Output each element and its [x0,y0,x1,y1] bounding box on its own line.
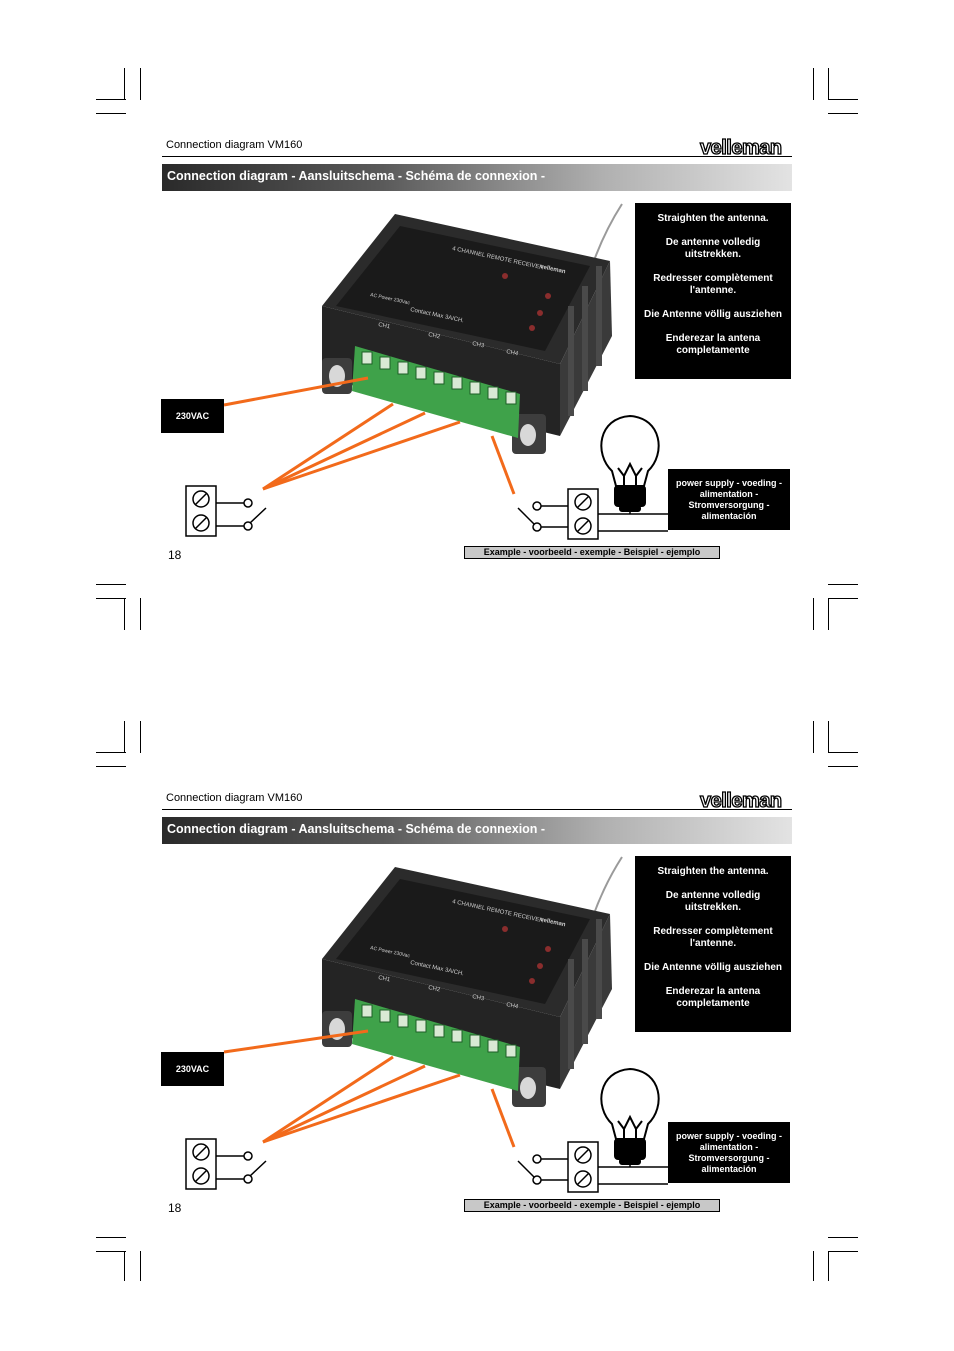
terminal-screws [361,1004,517,1058]
connection-arrows [223,1029,516,1148]
device-channel-4: CH4 [506,349,520,358]
antenna-note-es: Enderezar la antena completamente [665,986,761,1009]
input-label: 230VAC [161,399,224,433]
page-header-title: Connection diagram VM160 [166,792,303,804]
device-channel-2: CH2 [428,332,442,341]
section-title-bar: Connection diagram - Aansluitschema - Sc… [162,817,792,844]
section-title-bar: Connection diagram - Aansluitschema - Sc… [162,164,792,191]
device-channel-3: CH3 [472,994,486,1003]
switch-terminal-left [185,1138,267,1190]
header-rule [162,156,792,157]
antenna-note-es: Enderezar la antena completamente [665,333,761,356]
antenna-note-nl: De antenne volledig uitstrekken. [665,237,761,260]
antenna-note-de: Die Antenne völlig ausziehen [644,309,782,320]
antenna-note-en: Straighten the antenna. [657,213,769,224]
light-bulb-icon [600,1067,660,1165]
light-bulb-icon [600,414,660,512]
terminal-block [352,346,520,438]
input-label: 230VAC [161,1052,224,1086]
device-channel-3: CH3 [472,341,486,350]
panel-leds [502,273,551,331]
panel-leds [502,926,551,984]
connection-arrows [223,376,516,495]
device-channel-1: CH1 [378,975,392,984]
brand-logo: velleman [699,789,782,812]
device-panel [336,879,590,1004]
power-supply-label: power supply - voeding - alimentation - … [668,469,790,530]
device-ribs [568,266,602,416]
brand-logo: velleman [699,136,782,159]
antenna-note-de: Die Antenne völlig ausziehen [644,962,782,973]
section-title: Connection diagram - Aansluitschema - Sc… [167,822,546,836]
device-brand: velleman [540,264,567,275]
terminal-screws [361,351,517,405]
connection-diagram: 4 CHANNEL REMOTE RECEIVER velleman Conta… [185,203,668,540]
device-channel-2: CH2 [428,985,442,994]
antenna-note-fr: Redresser complètement l'antenne. [653,273,773,296]
switch-terminal-left [185,485,267,537]
page-number: 18 [168,1201,182,1215]
device-ribs [568,919,602,1069]
antenna-note: Straighten the antenna. De antenne volle… [635,856,791,1032]
device-channel-4: CH4 [506,1002,520,1011]
antenna-note-fr: Redresser complètement l'antenne. [653,926,773,949]
antenna-note-nl: De antenne volledig uitstrekken. [665,890,761,913]
connection-diagram: 4 CHANNEL REMOTE RECEIVER velleman Conta… [185,856,668,1193]
section-title: Connection diagram - Aansluitschema - Sc… [167,169,546,183]
device-brand: velleman [540,917,567,928]
switch-terminal-right [517,1141,668,1193]
antenna-note-en: Straighten the antenna. [657,866,769,877]
header-rule [162,809,792,810]
antenna-note: Straighten the antenna. De antenne volle… [635,203,791,379]
page-number: 18 [168,548,182,562]
terminal-block [352,999,520,1091]
page-top: Connection diagram VM160 velleman Connec… [0,136,954,626]
example-label: Example - voorbeeld - exemple - Beispiel… [464,546,720,559]
device-panel [336,226,590,351]
page-bottom: Connection diagram VM160 velleman Connec… [0,789,954,1279]
switch-terminal-right [517,488,668,540]
device-channel-1: CH1 [378,322,392,331]
example-label: Example - voorbeeld - exemple - Beispiel… [464,1199,720,1212]
power-supply-label: power supply - voeding - alimentation - … [668,1122,790,1183]
page-header-title: Connection diagram VM160 [166,139,303,151]
